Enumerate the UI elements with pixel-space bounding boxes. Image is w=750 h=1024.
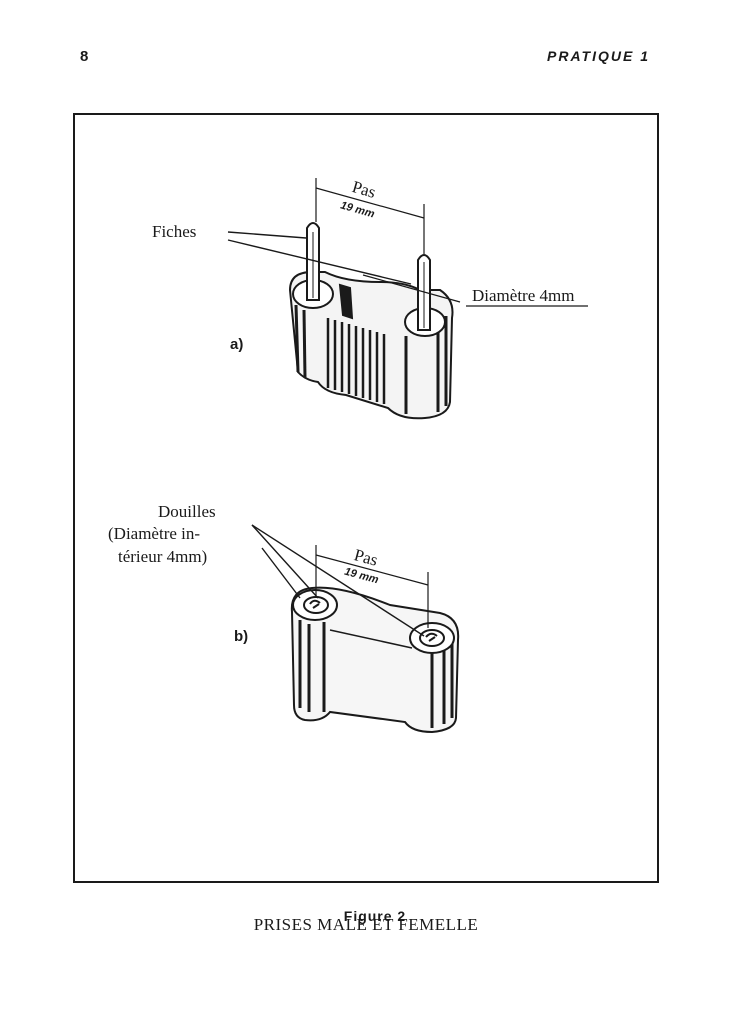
sockets-label-line3: térieur 4mm) bbox=[118, 547, 208, 566]
diameter-label-text: Diamètre 4mm bbox=[472, 286, 575, 305]
running-head: PRATIQUE 1 bbox=[547, 48, 650, 64]
diameter-label: Diamètre 4mm bbox=[472, 286, 574, 306]
sockets-label-line1: Douilles bbox=[158, 502, 216, 521]
pins-label: Fiches bbox=[152, 222, 197, 241]
figure-frame: PRISES MALE ET FEMELLE bbox=[73, 113, 659, 934]
variant-label-b: b) bbox=[234, 628, 249, 645]
sockets-label-line2: (Diamètre in- bbox=[108, 524, 201, 543]
figure-title: PRISES MALE ET FEMELLE bbox=[253, 915, 479, 934]
page-number: 8 bbox=[80, 48, 89, 65]
male-plug-drawing bbox=[227, 178, 588, 420]
variant-label-a: a) bbox=[230, 336, 244, 353]
female-plug-drawing bbox=[251, 524, 460, 734]
figure-caption: Figure 2 bbox=[343, 908, 407, 924]
